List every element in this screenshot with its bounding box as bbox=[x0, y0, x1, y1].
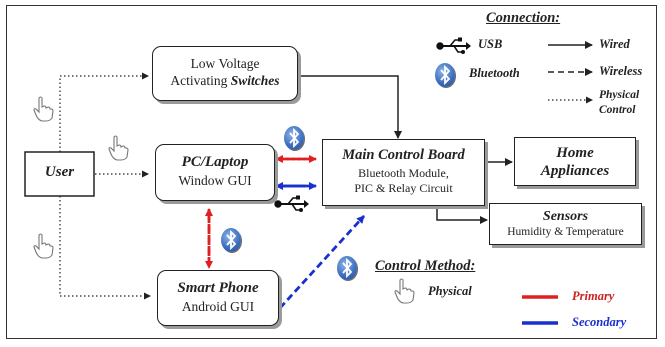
switches-node: Low Voltage Activating Switches bbox=[152, 46, 298, 101]
hand-pointer-icon bbox=[32, 233, 54, 259]
bluetooth-icon bbox=[435, 63, 455, 87]
legend-secondary-label: Secondary bbox=[572, 315, 627, 329]
smart-phone-node: Smart Phone Android GUI bbox=[157, 270, 279, 326]
legend-physical-label-2: Control bbox=[599, 104, 636, 116]
legend-physical-label-1: Physical bbox=[599, 89, 640, 101]
secondary-wireless-phone-board bbox=[278, 215, 366, 309]
legend-lines bbox=[522, 41, 593, 325]
physical-control-lines bbox=[59, 72, 151, 300]
legend-physical-method-label: Physical bbox=[428, 284, 472, 298]
switches-line2-emph: Switches bbox=[230, 73, 280, 88]
home-line1: Home bbox=[556, 145, 594, 161]
usb-icon bbox=[274, 195, 309, 212]
sensors-subtitle: Humidity & Temperature bbox=[507, 226, 624, 238]
hand-pointer-icon bbox=[393, 278, 415, 304]
hand-pointer-icon bbox=[107, 135, 129, 161]
home-line2: Appliances bbox=[540, 163, 610, 179]
phone-subtitle: Android GUI bbox=[181, 299, 255, 314]
sensors-title: Sensors bbox=[542, 209, 589, 224]
pc-laptop-node: PC/Laptop Window GUI bbox=[155, 144, 275, 201]
switches-line2: Activating Switches bbox=[153, 72, 297, 89]
bluetooth-icon bbox=[284, 126, 304, 150]
pc-subtitle: Window GUI bbox=[178, 173, 252, 188]
switches-line2-plain: Activating bbox=[170, 73, 231, 88]
wired-line-board-to-sensors bbox=[436, 206, 488, 224]
bluetooth-icon bbox=[337, 256, 357, 280]
bluetooth-icon bbox=[221, 228, 241, 252]
phone-title: Smart Phone bbox=[177, 280, 259, 296]
mcb-line2: PIC & Relay Circuit bbox=[354, 181, 453, 195]
legend-usb-label: USB bbox=[478, 37, 503, 51]
hand-pointer-icon bbox=[32, 96, 54, 122]
sensors-node: Sensors Humidity & Temperature bbox=[489, 203, 642, 245]
wired-line-switches-to-board bbox=[298, 75, 402, 139]
switches-line1: Low Voltage bbox=[190, 56, 260, 71]
home-appliances-node: Home Appliances bbox=[514, 137, 636, 186]
legend-connection-title: Connection: bbox=[486, 10, 561, 26]
legend-wired-label: Wired bbox=[599, 37, 630, 51]
legend-bluetooth-label: Bluetooth bbox=[469, 66, 520, 80]
mcb-title: Main Control Board bbox=[342, 147, 465, 163]
legend-control-title: Control Method: bbox=[375, 258, 476, 274]
legend-wireless-label: Wireless bbox=[599, 64, 643, 78]
user-label: User bbox=[44, 164, 75, 180]
pc-title: PC/Laptop bbox=[181, 154, 249, 170]
mcb-line1: Bluetooth Module, bbox=[358, 166, 449, 180]
main-control-board-node: Main Control Board Bluetooth Module, PIC… bbox=[322, 139, 485, 206]
user-node: User bbox=[24, 151, 95, 197]
legend-primary-label: Primary bbox=[572, 289, 615, 303]
usb-icon bbox=[436, 37, 471, 54]
